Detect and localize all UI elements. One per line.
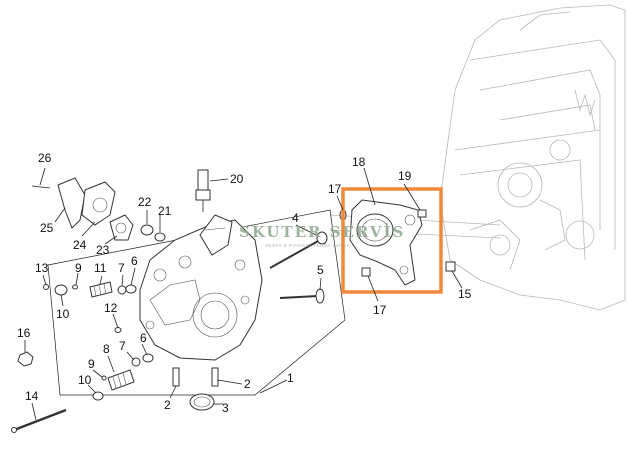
- callout-16: 16: [17, 326, 31, 340]
- seat-6-bot: [142, 353, 154, 363]
- dowel-15: [445, 261, 456, 272]
- watermark-subtitle: VESPA & PIAGGIO YEDEK PARÇA: [265, 243, 350, 248]
- callout-1: 1: [287, 371, 294, 385]
- dowel-pin-right: [211, 367, 219, 387]
- callout-labels: 26 25 24 23 22 21 20 4 5 18 19 17 17 15 …: [17, 151, 472, 415]
- callout-17-bottom: 17: [373, 303, 387, 317]
- retainer-10-bot: [92, 391, 104, 401]
- callout-10-bottom: 10: [78, 373, 92, 387]
- callout-6-top: 6: [131, 254, 138, 268]
- dowel-19: [417, 209, 427, 218]
- head-gasket-18: [349, 199, 423, 286]
- callout-9-bottom: 9: [88, 357, 95, 371]
- seat-6-top: [125, 284, 137, 294]
- watermark-title: SKUTER SERVİS: [239, 222, 405, 241]
- callout-18: 18: [352, 155, 366, 169]
- callout-3: 3: [222, 401, 229, 415]
- callout-26: 26: [38, 151, 52, 165]
- cap-12: [114, 327, 122, 333]
- stud-bolt-14: [11, 408, 67, 433]
- cotter-9-top: [72, 284, 78, 290]
- callout-15: 15: [458, 287, 472, 301]
- nut-13: [43, 284, 49, 290]
- valve-5: [279, 288, 325, 304]
- temperature-sensor: [195, 169, 211, 212]
- head-group-outline: [47, 209, 346, 396]
- callout-10-top: 10: [56, 307, 70, 321]
- callout-20: 20: [230, 172, 244, 186]
- callout-6-bottom: 6: [140, 331, 147, 345]
- dowel-pin-left: [172, 367, 180, 387]
- callout-11: 11: [94, 261, 107, 275]
- callout-2-right: 2: [244, 377, 251, 391]
- callout-22: 22: [138, 195, 152, 209]
- callout-7-top: 7: [118, 261, 125, 275]
- dowel-17-lower: [361, 267, 371, 277]
- callout-2-left: 2: [164, 398, 171, 412]
- callout-12: 12: [104, 301, 118, 315]
- callout-19: 19: [398, 169, 412, 183]
- callout-5: 5: [317, 263, 324, 277]
- callout-9-top: 9: [75, 261, 82, 275]
- highlight-box: [341, 187, 443, 294]
- valve-spring-8: [107, 369, 135, 391]
- valve-4: [269, 231, 328, 269]
- callout-25: 25: [40, 221, 54, 235]
- callout-14: 14: [25, 389, 39, 403]
- valve-spring-11: [89, 281, 113, 298]
- callout-24: 24: [73, 238, 87, 252]
- callout-4: 4: [292, 211, 299, 225]
- nut-16: [17, 351, 34, 367]
- leader-lines: [24, 167, 463, 421]
- cylinder-head: [139, 214, 263, 361]
- watermark: SKUTER SERVİS VESPA & PIAGGIO YEDEK PARÇ…: [239, 222, 405, 248]
- thermostat-housing: [31, 177, 134, 241]
- callout-13: 13: [35, 261, 49, 275]
- callout-23: 23: [96, 243, 110, 257]
- washer-21: [154, 232, 166, 242]
- cotter-9-bot: [101, 375, 107, 381]
- callout-8: 8: [103, 342, 110, 356]
- seal-7-top: [117, 285, 127, 295]
- callout-7-bottom: 7: [119, 339, 126, 353]
- retainer-10-top: [54, 284, 68, 296]
- callout-17-top: 17: [328, 182, 342, 196]
- engine-case-background: [329, 4, 626, 311]
- callout-21: 21: [158, 204, 172, 218]
- o-ring-3: [189, 393, 215, 411]
- plug-22: [140, 224, 154, 236]
